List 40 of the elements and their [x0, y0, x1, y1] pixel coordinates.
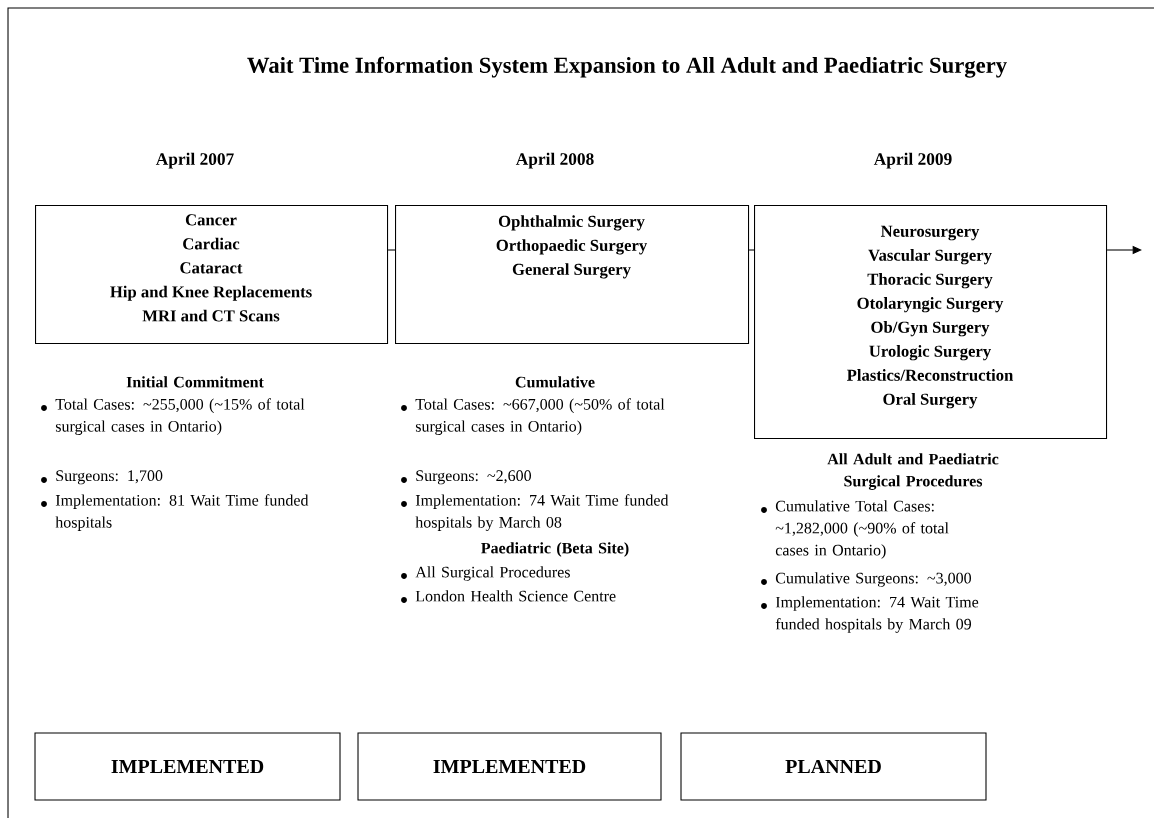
category-box: Cancer Cardiac Cataract Hip and Knee Replacements MRI and CT Scans: [35, 205, 389, 345]
bullet-text: Total Cases: ~255,000 (~15% of total surgical cases in Ontario): [55, 398, 305, 435]
bullet-text: Surgeons: ~2,600: [416, 470, 531, 485]
connector-line: [387, 249, 396, 251]
section-heading: Cumulative: [515, 376, 595, 388]
node-label: Urologic Surgery: [869, 345, 992, 361]
category-box: Neurosurgery Vascular Surgery Thoracic Surgery Otolaryngic Surgery Ob/Gyn Surgery Urologic Surgery Plastics/Reconstruction Oral Surgery: [754, 205, 1108, 440]
node-label: Hip and Knee Replacements: [110, 285, 312, 301]
date-heading: April 2007: [155, 152, 234, 169]
bullet-text: Surgeons: 1,700: [56, 470, 163, 485]
node-label: Cancer: [185, 214, 237, 226]
category-box: Ophthalmic Surgery Orthopaedic Surgery General Surgery: [395, 205, 750, 345]
bullet-text: Cumulative Total Cases: ~1,282,000 (~90% of total cases in Ontario): [775, 500, 949, 559]
status-box: PLANNED: [680, 732, 987, 801]
bullet-text: All Surgical Procedures: [415, 566, 570, 581]
node-label: Thoracic Surgery: [867, 273, 993, 289]
node-label: Oral Surgery: [883, 393, 978, 409]
status-box: IMPLEMENTED: [357, 732, 662, 801]
node-label: Neurosurgery: [880, 225, 980, 241]
section-heading: Paediatric (Beta Site): [481, 542, 629, 557]
bullet-text: Total Cases: ~667,000 (~50% of total surgical cases in Ontario): [415, 398, 665, 435]
status-box: IMPLEMENTED: [34, 732, 341, 801]
node-label: Vascular Surgery: [868, 249, 992, 265]
bullet-text: Cumulative Surgeons: ~3,000: [775, 572, 971, 587]
node-label: Cataract: [180, 262, 243, 274]
section-heading: All Adult and Paediatric Surgical Procedures: [827, 453, 999, 490]
node-label: Cardiac: [183, 237, 240, 250]
connector-line: [748, 249, 755, 251]
section-heading: Initial Commitment: [126, 376, 264, 388]
bullet-text: Implementation: 74 Wait Time funded hospitals by March 09: [775, 596, 979, 633]
node-label: MRI and CT Scans: [142, 309, 280, 322]
date-heading: April 2008: [515, 152, 594, 169]
node-label: Ob/Gyn Surgery: [871, 321, 990, 337]
date-heading: April 2009: [873, 152, 952, 169]
bullet-text: London Health Science Centre: [415, 590, 616, 602]
node-label: Otolaryngic Surgery: [857, 297, 1004, 313]
title: Wait Time Information System Expansion to All Adult and Paediatric Surgery: [247, 56, 1007, 78]
bullet-text: Implementation: 81 Wait Time funded hospitals: [55, 494, 309, 531]
node-label: Plastics/Reconstruction: [846, 369, 1014, 381]
bullet-text: Implementation: 74 Wait Time funded hospitals by March 08: [415, 494, 669, 531]
